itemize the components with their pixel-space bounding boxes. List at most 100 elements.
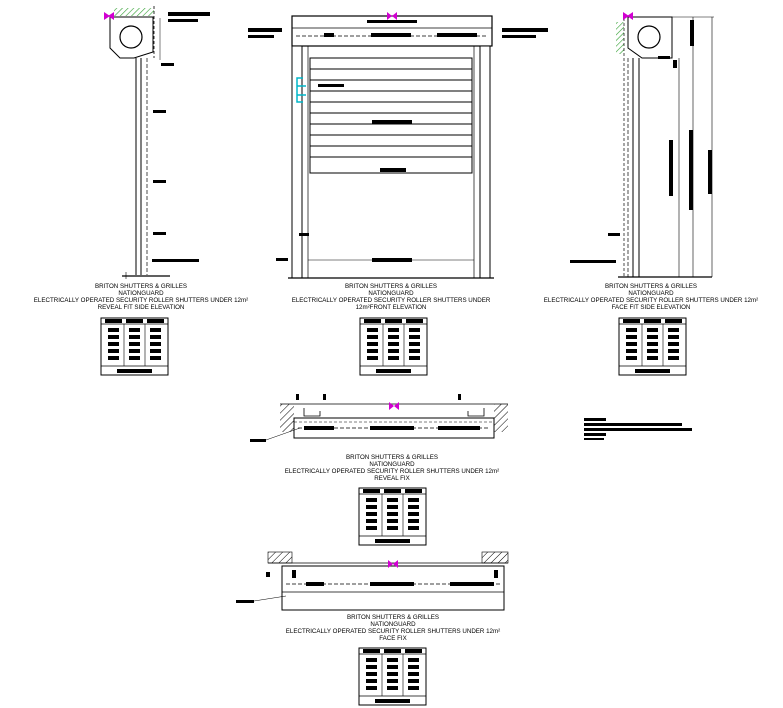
caption-product: NATIONGUARD — [369, 461, 415, 468]
note-line — [584, 418, 606, 421]
face-fit-side-elevation — [570, 12, 714, 278]
dim-label-block — [708, 150, 712, 194]
dim-label-block — [153, 232, 166, 235]
dim-label-block — [318, 84, 344, 87]
bracket-right — [467, 408, 485, 417]
dim-label-block — [438, 426, 480, 430]
dim-label-block — [248, 28, 282, 32]
dim-label-block — [367, 20, 417, 23]
barrel-circle — [119, 25, 143, 49]
note-line — [584, 423, 682, 426]
dim-label-block — [380, 168, 406, 172]
barrel-circle — [637, 25, 661, 49]
wall-hatch-right — [494, 404, 508, 432]
dim-label-block — [371, 33, 411, 37]
wall-hatch-left — [280, 404, 294, 432]
dim-label-block — [608, 233, 620, 236]
caption-brand: BRITON SHUTTERS & GRILLES — [346, 614, 440, 621]
caption-view: FACE FIX — [379, 635, 407, 642]
dim-label-block — [437, 33, 477, 37]
caption-view: REVEAL FIT SIDE ELEVATION — [97, 304, 185, 311]
caption-description: ELECTRICALLY OPERATED SECURITY ROLLER SH… — [291, 297, 491, 304]
caption-description: ELECTRICALLY OPERATED SECURITY ROLLER SH… — [33, 297, 249, 304]
centre-marker — [394, 402, 399, 410]
dim-label-block — [292, 570, 296, 578]
dim-label-block — [266, 572, 270, 577]
dim-label-block — [669, 140, 673, 196]
caption-view: REVEAL FIX — [374, 475, 410, 482]
note-line — [584, 433, 606, 436]
caption-reveal-fit-side: BRITON SHUTTERS & GRILLES NATIONGUARD EL… — [34, 283, 248, 311]
caption-front-elevation: BRITON SHUTTERS & GRILLES NATIONGUARD EL… — [292, 283, 491, 311]
title-block — [100, 317, 169, 376]
dim-label-block — [372, 120, 412, 124]
ground-hatch — [114, 8, 154, 16]
notes-block — [584, 418, 692, 440]
caption-brand: BRITON SHUTTERS & GRILLES — [345, 454, 439, 461]
centre-marker — [627, 12, 633, 20]
headbox-plan — [281, 565, 505, 611]
centre-marker — [104, 12, 110, 20]
dim-label-block — [299, 233, 309, 236]
caption-view: FACE FIT SIDE ELEVATION — [611, 304, 691, 311]
dim-label-block — [502, 28, 548, 32]
dim-label-block — [161, 63, 174, 66]
title-block — [359, 317, 428, 376]
dim-label-block — [323, 394, 326, 400]
dim-label-block — [458, 394, 461, 400]
dim-label-block — [296, 394, 299, 400]
dim-label-block — [494, 570, 498, 578]
caption-brand: BRITON SHUTTERS & GRILLES — [604, 283, 698, 290]
dim-label-block — [152, 259, 199, 262]
caption-reveal-fix: BRITON SHUTTERS & GRILLES NATIONGUARD EL… — [285, 454, 499, 482]
dim-label-block — [450, 582, 494, 586]
curtain-slats — [309, 57, 473, 174]
centre-marker — [623, 12, 629, 20]
dim-label-block — [673, 60, 677, 68]
note-line — [584, 428, 692, 431]
dim-label-block — [236, 600, 254, 603]
title-blocks — [100, 317, 687, 706]
dim-label-block — [168, 12, 210, 16]
title-block — [618, 317, 687, 376]
wall-hatch-right — [481, 551, 509, 564]
title-block — [358, 647, 427, 706]
reveal-fit-side-elevation — [104, 6, 210, 279]
leader-line — [265, 427, 301, 441]
note-line — [584, 438, 604, 440]
caption-face-fix: BRITON SHUTTERS & GRILLES NATIONGUARD EL… — [286, 614, 500, 642]
dim-label-block — [658, 56, 670, 59]
face-fix-plan — [236, 551, 509, 611]
dim-label-block — [153, 180, 166, 183]
dim-label-block — [248, 35, 274, 38]
right-guide-rail — [479, 45, 491, 279]
caption-description: ELECTRICALLY OPERATED SECURITY ROLLER SH… — [285, 628, 501, 635]
dim-label-block — [250, 439, 266, 442]
dim-label-block — [324, 33, 334, 37]
dim-label-block — [306, 582, 324, 586]
slat — [309, 57, 473, 174]
centre-marker — [387, 12, 392, 20]
dim-label-block — [370, 582, 414, 586]
centre-marker — [392, 12, 397, 20]
wall-fixing — [296, 77, 306, 103]
caption-product: NATIONGUARD — [628, 290, 674, 297]
caption-description: ELECTRICALLY OPERATED SECURITY ROLLER SH… — [543, 297, 759, 304]
dim-label-block — [690, 20, 694, 46]
dim-label-block — [304, 426, 334, 430]
centre-marker — [389, 402, 394, 410]
dim-label-block — [153, 110, 166, 113]
leader-line — [253, 595, 287, 602]
front-elevation — [248, 12, 548, 279]
centre-marker — [108, 12, 114, 20]
wall-hatch-left — [267, 551, 293, 564]
caption-product: NATIONGUARD — [118, 290, 164, 297]
dim-label-block — [689, 130, 693, 210]
caption-product: NATIONGUARD — [370, 621, 416, 628]
caption-brand: BRITON SHUTTERS & GRILLES — [94, 283, 188, 290]
bracket-left — [303, 408, 321, 417]
dim-label-block — [168, 19, 198, 22]
centre-marker — [388, 560, 393, 568]
centre-marker — [393, 560, 398, 568]
